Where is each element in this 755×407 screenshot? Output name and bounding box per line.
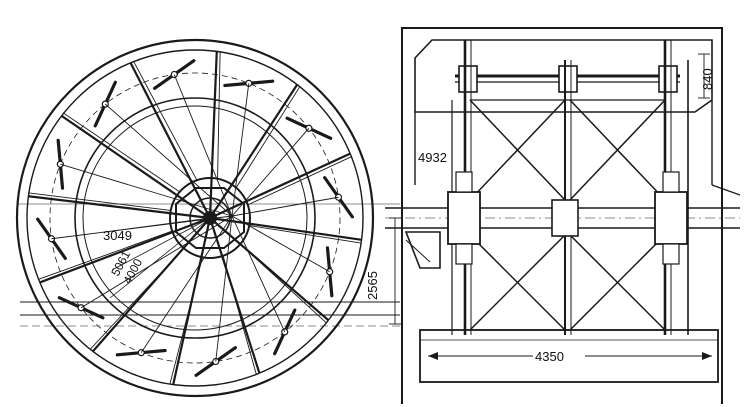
- cross-bracing: [469, 99, 666, 331]
- spoke-edge: [217, 51, 221, 179]
- outer-rim: [15, 38, 375, 398]
- spoke-edge: [133, 61, 198, 181]
- waterlines: [18, 203, 400, 327]
- inner-ring-2: [82, 105, 308, 331]
- spoke: [208, 217, 261, 374]
- eccentric-rod: [231, 215, 330, 273]
- hub-outer: [169, 177, 251, 259]
- eccentric-rods: [51, 74, 339, 362]
- eccentric-rod: [80, 215, 233, 309]
- bearing-bracket: [404, 231, 441, 269]
- dimension-840: 840: [698, 53, 715, 99]
- label-3049: 3049: [103, 228, 132, 243]
- spoke-edge: [247, 156, 352, 206]
- spoke-edge: [169, 257, 203, 385]
- dim-line-4000: [109, 217, 211, 299]
- dimension-4350: 4350: [428, 347, 712, 365]
- wheel-front-view: 840: [385, 27, 741, 404]
- spoke: [61, 114, 211, 219]
- paddle-pivot: [281, 328, 289, 336]
- eccentric-rod: [60, 163, 233, 217]
- dim-line-5061: [111, 217, 211, 271]
- top-hubs: [458, 65, 678, 93]
- eccentric-rod: [231, 215, 286, 333]
- paddle-box-outline: [401, 27, 723, 404]
- spoke: [208, 51, 218, 219]
- eccentric-rod: [140, 215, 233, 353]
- spoke: [92, 217, 211, 353]
- base-frame: [419, 329, 719, 383]
- label-4350: 4350: [535, 349, 564, 364]
- paddle-pivot: [77, 304, 85, 312]
- spoke: [129, 62, 211, 219]
- feathering-circle: [49, 72, 341, 364]
- spokes: [28, 51, 362, 385]
- dimension-2565: 2565: [365, 217, 401, 325]
- spoke: [209, 84, 299, 219]
- eccentric-rod: [231, 196, 339, 217]
- spoke-edge: [38, 230, 173, 280]
- spoke-edge: [239, 243, 327, 324]
- spoke-edge: [235, 86, 301, 188]
- label-4932: 4932: [418, 150, 447, 165]
- inner-ring: [74, 97, 316, 339]
- eccentric-rod: [215, 215, 233, 362]
- spoke: [28, 195, 211, 220]
- spoke-edge: [89, 247, 185, 350]
- dim-line-3049: [104, 217, 211, 233]
- spoke: [39, 216, 211, 284]
- spoke-edge: [28, 192, 171, 211]
- eccentric-rod: [104, 103, 233, 217]
- shaft-hubs: [447, 171, 688, 265]
- eccentric-rod: [173, 74, 233, 217]
- top-hub: [458, 65, 478, 93]
- spoke-edge: [63, 112, 181, 193]
- wheel-side-view: 3049 5061 4000: [15, 38, 375, 398]
- eccentric-rod: [231, 127, 310, 217]
- spoke-edge: [249, 225, 362, 244]
- label-840: 840: [700, 68, 715, 90]
- spoke: [209, 216, 362, 241]
- label-2565: 2565: [365, 271, 380, 300]
- paddles: [36, 59, 354, 377]
- eccentric-rod: [231, 83, 250, 217]
- outer-rim-inner: [26, 49, 364, 387]
- top-hub: [558, 65, 578, 93]
- top-hub: [658, 65, 678, 93]
